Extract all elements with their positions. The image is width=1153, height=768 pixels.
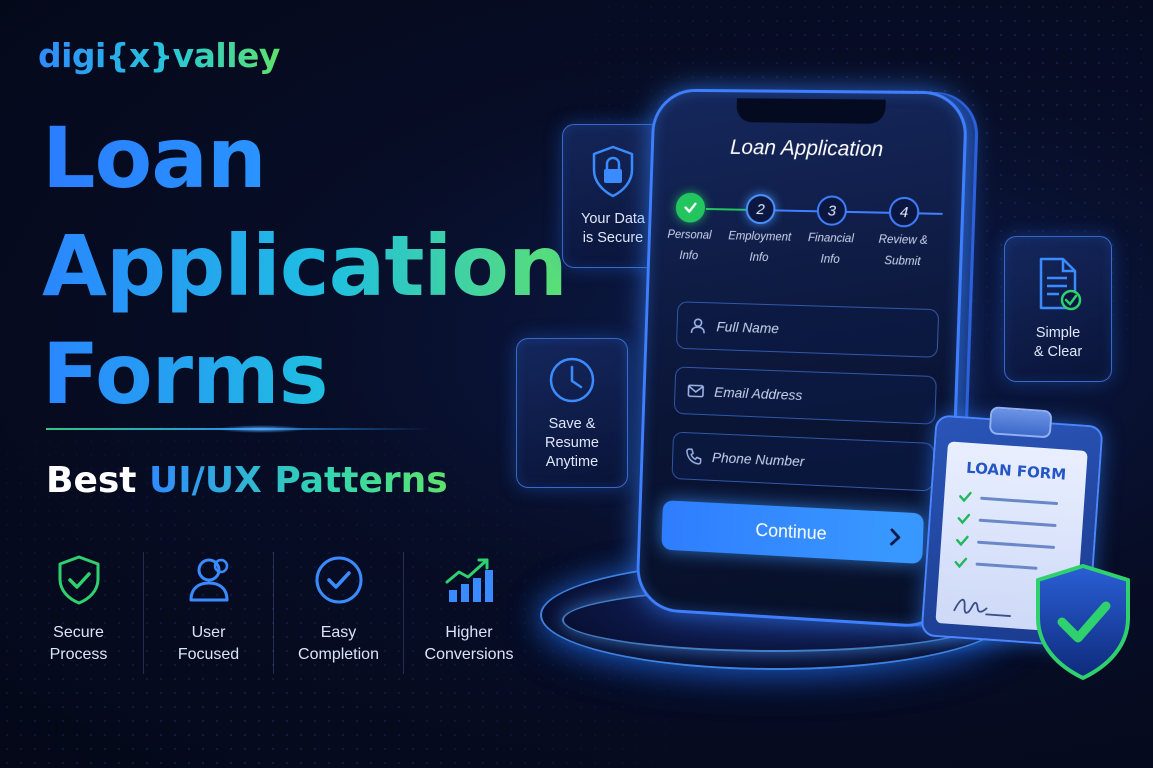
card-label: Your Data [581,211,645,227]
shield-check-badge-icon [1036,564,1130,680]
headline-divider [46,425,431,433]
bar-chart-up-icon [445,558,493,602]
step-label: Personal [667,228,712,242]
phone-placeholder: Phone Number [711,449,805,470]
feature-label: User [191,624,226,641]
check-circle-icon [315,556,362,604]
card-label: Save & [548,415,596,432]
step-label: Financial [807,232,855,246]
clock-icon [549,357,595,402]
step-financial-info[interactable]: 3 Financial Info [795,195,867,269]
step-personal-info[interactable]: Personal Info [655,192,725,265]
feature-label: Process [49,646,108,663]
headline-line-3: Forms [42,320,567,428]
clipboard-checklist-row [956,510,1057,533]
loan-form-clipboard: LOAN FORM [920,406,1104,648]
checkmark-icon [954,557,968,569]
feature-label: Completion [298,646,379,663]
clipboard-title: LOAN FORM [965,458,1067,484]
step-review-submit[interactable]: 4 Review & Submit [867,196,940,270]
card-label: is Secure [582,230,644,246]
full-name-placeholder: Full Name [716,318,780,337]
form-title: Loan Application [729,135,884,162]
chevron-right-icon [884,526,905,549]
step-label: Submit [884,255,921,269]
card-save-resume: Save & Resume Anytime [516,338,628,488]
step-label: Info [820,253,840,267]
subheadline: Best UI/UX Patterns [46,460,448,501]
card-label: Simple [1035,325,1081,341]
full-name-field[interactable]: Full Name [675,301,940,358]
headline: Loan Application Forms [42,104,568,428]
document-check-icon [1039,257,1082,311]
step-indicator: 3 [816,195,848,226]
clipboard-checklist-row [955,532,1056,555]
mail-icon [687,382,705,400]
feature-user-focused: User Focused [144,552,274,674]
card-label: Resume [545,434,599,451]
step-indicator [675,192,706,223]
email-field[interactable]: Email Address [673,366,937,425]
phone-notch [736,98,886,124]
clipboard-checklist-row [953,554,1038,576]
checkmark-icon [682,200,698,216]
checkmark-icon [959,491,972,503]
clipboard-checklist-row [958,488,1059,511]
step-indicator: 4 [888,196,920,228]
checkmark-icon [956,535,969,547]
continue-button[interactable]: Continue [661,500,924,564]
step-label: Employment [728,230,792,244]
brand-logo: digi{x}valley [38,36,280,75]
continue-label: Continue [755,519,828,544]
phone-mockup: Loan Application Personal Info 2 Employm… [635,88,969,630]
clipboard-clip [988,406,1053,439]
clipboard-paper: LOAN FORM [935,441,1088,633]
step-label: Info [679,249,699,263]
feature-easy-completion: Easy Completion [274,552,404,674]
step-employment-info[interactable]: 2 Employment Info [724,193,795,267]
feature-label: Conversions [424,646,514,663]
feature-label: Secure [53,624,104,641]
checkmark-icon [957,513,971,525]
phone-icon [685,447,703,466]
signature-icon [953,598,1011,617]
subhead-best: Best [46,460,137,501]
feature-secure-process: Secure Process [14,552,144,674]
step-label: Review & [878,233,928,248]
subhead-patterns: UI/UX Patterns [149,460,448,501]
user-icon [689,317,707,335]
shield-lock-icon [592,145,634,198]
step-label: Info [749,251,769,265]
feature-label: Easy [320,624,357,641]
headline-line-1: Loan [42,104,567,212]
shield-check-icon [58,555,99,605]
feature-list: Secure Process User Focused Easy Complet… [14,552,534,674]
email-placeholder: Email Address [713,383,803,404]
feature-higher-conversions: Higher Conversions [404,552,534,674]
headline-line-2: Application [42,212,568,320]
progress-stepper: Personal Info 2 Employment Info 3 Financ… [667,192,947,278]
feature-label: Focused [177,646,240,663]
card-simple-clear: Simple & Clear [1004,236,1112,382]
feature-label: Higher [445,624,493,641]
step-indicator: 2 [745,193,776,225]
card-label: Anytime [545,453,599,470]
phone-field[interactable]: Phone Number [671,431,935,492]
card-label: & Clear [1033,344,1083,360]
user-icon [189,558,228,602]
